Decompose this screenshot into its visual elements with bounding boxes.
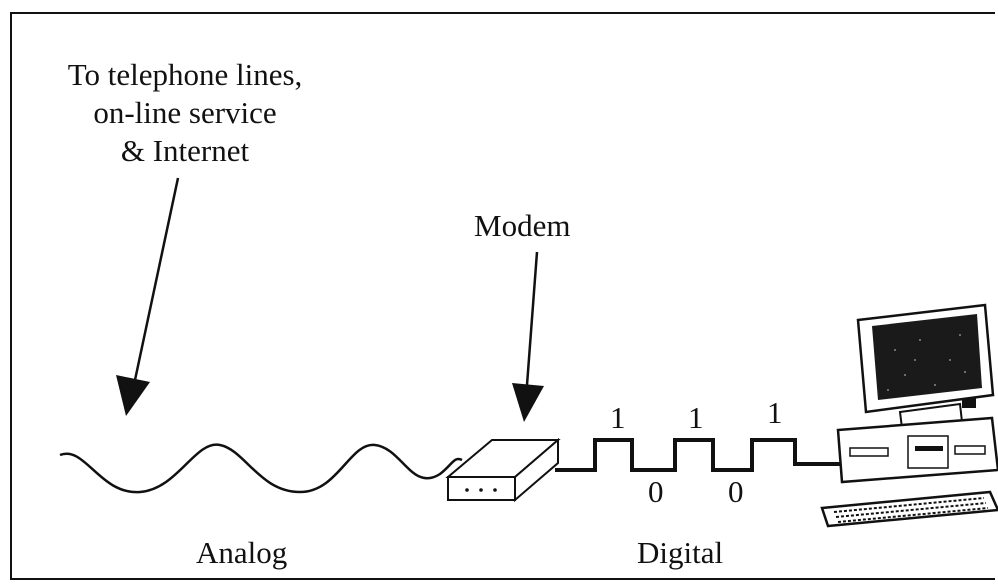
computer-icon [822, 305, 998, 526]
digital-wave [555, 440, 840, 470]
analog-wave [60, 445, 462, 492]
modem-arrow [512, 252, 544, 422]
destination-arrow [116, 178, 178, 416]
modem-device [448, 440, 558, 500]
